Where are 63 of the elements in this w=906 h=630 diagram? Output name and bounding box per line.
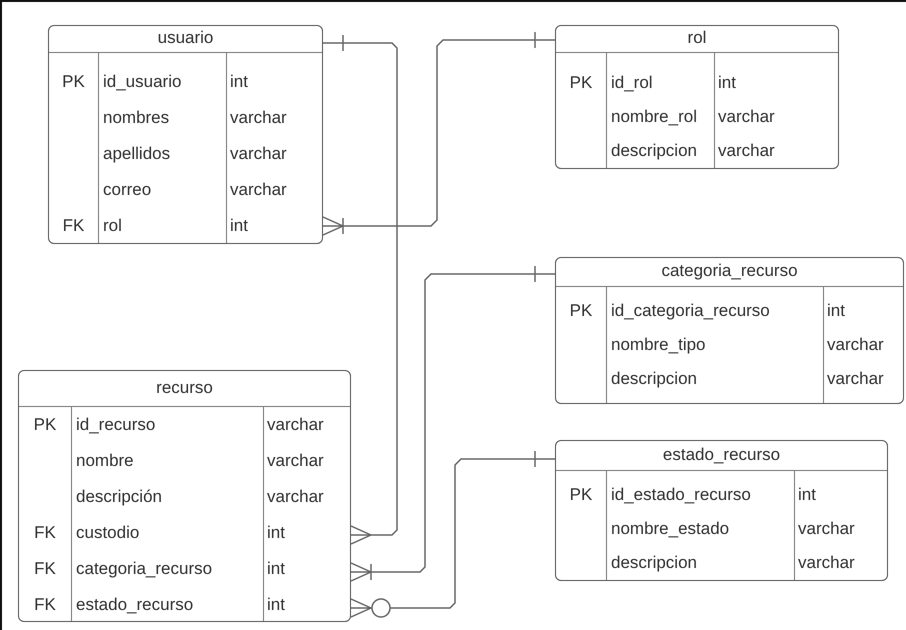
table-title: usuario xyxy=(156,28,214,48)
column-name: categoria_recurso xyxy=(76,559,212,579)
key-label: PK xyxy=(568,485,594,505)
column-name: nombres xyxy=(103,108,170,128)
relationship-line xyxy=(350,450,555,618)
data-type: varchar xyxy=(798,519,855,539)
data-type: int xyxy=(230,72,248,92)
relationship-line xyxy=(350,265,555,582)
data-type: varchar xyxy=(267,415,324,435)
column-name: estado_recurso xyxy=(76,595,194,615)
column-name: correo xyxy=(103,180,152,200)
column-name: id_usuario xyxy=(103,72,182,92)
column-name: descripcion xyxy=(611,141,697,161)
key-label: PK xyxy=(568,301,594,321)
column-name: apellidos xyxy=(103,144,170,164)
column-name: id_estado_recurso xyxy=(611,485,751,505)
data-type: varchar xyxy=(827,335,884,355)
data-type: int xyxy=(798,485,816,505)
entity-table xyxy=(555,257,904,404)
column-name: descripcion xyxy=(611,369,697,389)
key-label: PK xyxy=(32,415,58,435)
column-name: id_rol xyxy=(611,73,653,93)
table-title: recurso xyxy=(155,378,214,398)
data-type: int xyxy=(267,523,285,543)
column-name: nombre_rol xyxy=(611,107,697,127)
column-name: id_recurso xyxy=(76,415,156,435)
data-type: int xyxy=(267,559,285,579)
data-type: varchar xyxy=(267,487,324,507)
table-title: categoria_recurso xyxy=(660,261,799,281)
column-name: descripción xyxy=(76,487,162,507)
data-type: varchar xyxy=(267,451,324,471)
entity-table xyxy=(48,25,323,244)
column-name: nombre_estado xyxy=(611,519,730,539)
relationship-line xyxy=(323,34,398,545)
key-label: FK xyxy=(33,523,57,543)
column-name: id_categoria_recurso xyxy=(611,301,770,321)
key-label: PK xyxy=(61,72,86,92)
entity-table xyxy=(555,440,888,581)
column-name: descripcion xyxy=(611,553,697,573)
column-name: custodio xyxy=(76,523,140,543)
column-name: rol xyxy=(103,216,122,236)
data-type: int xyxy=(718,73,736,93)
column-name: nombre xyxy=(76,451,134,471)
data-type: varchar xyxy=(718,107,775,127)
data-type: int xyxy=(230,216,248,236)
data-type: varchar xyxy=(827,369,884,389)
data-type: varchar xyxy=(230,108,287,128)
key-label: FK xyxy=(33,595,57,615)
key-label: FK xyxy=(33,559,57,579)
data-type: varchar xyxy=(798,553,855,573)
key-label: FK xyxy=(62,216,86,236)
key-label: PK xyxy=(568,73,594,93)
data-type: varchar xyxy=(718,141,775,161)
data-type: varchar xyxy=(230,180,287,200)
table-title: estado_recurso xyxy=(662,444,782,464)
entity-table xyxy=(555,25,839,169)
data-type: int xyxy=(827,301,845,321)
table-title: rol xyxy=(686,28,708,48)
column-name: nombre_tipo xyxy=(611,335,706,355)
entity-table xyxy=(18,370,351,622)
relationship-line xyxy=(322,31,555,236)
data-type: int xyxy=(267,595,285,615)
data-type: varchar xyxy=(230,144,287,164)
